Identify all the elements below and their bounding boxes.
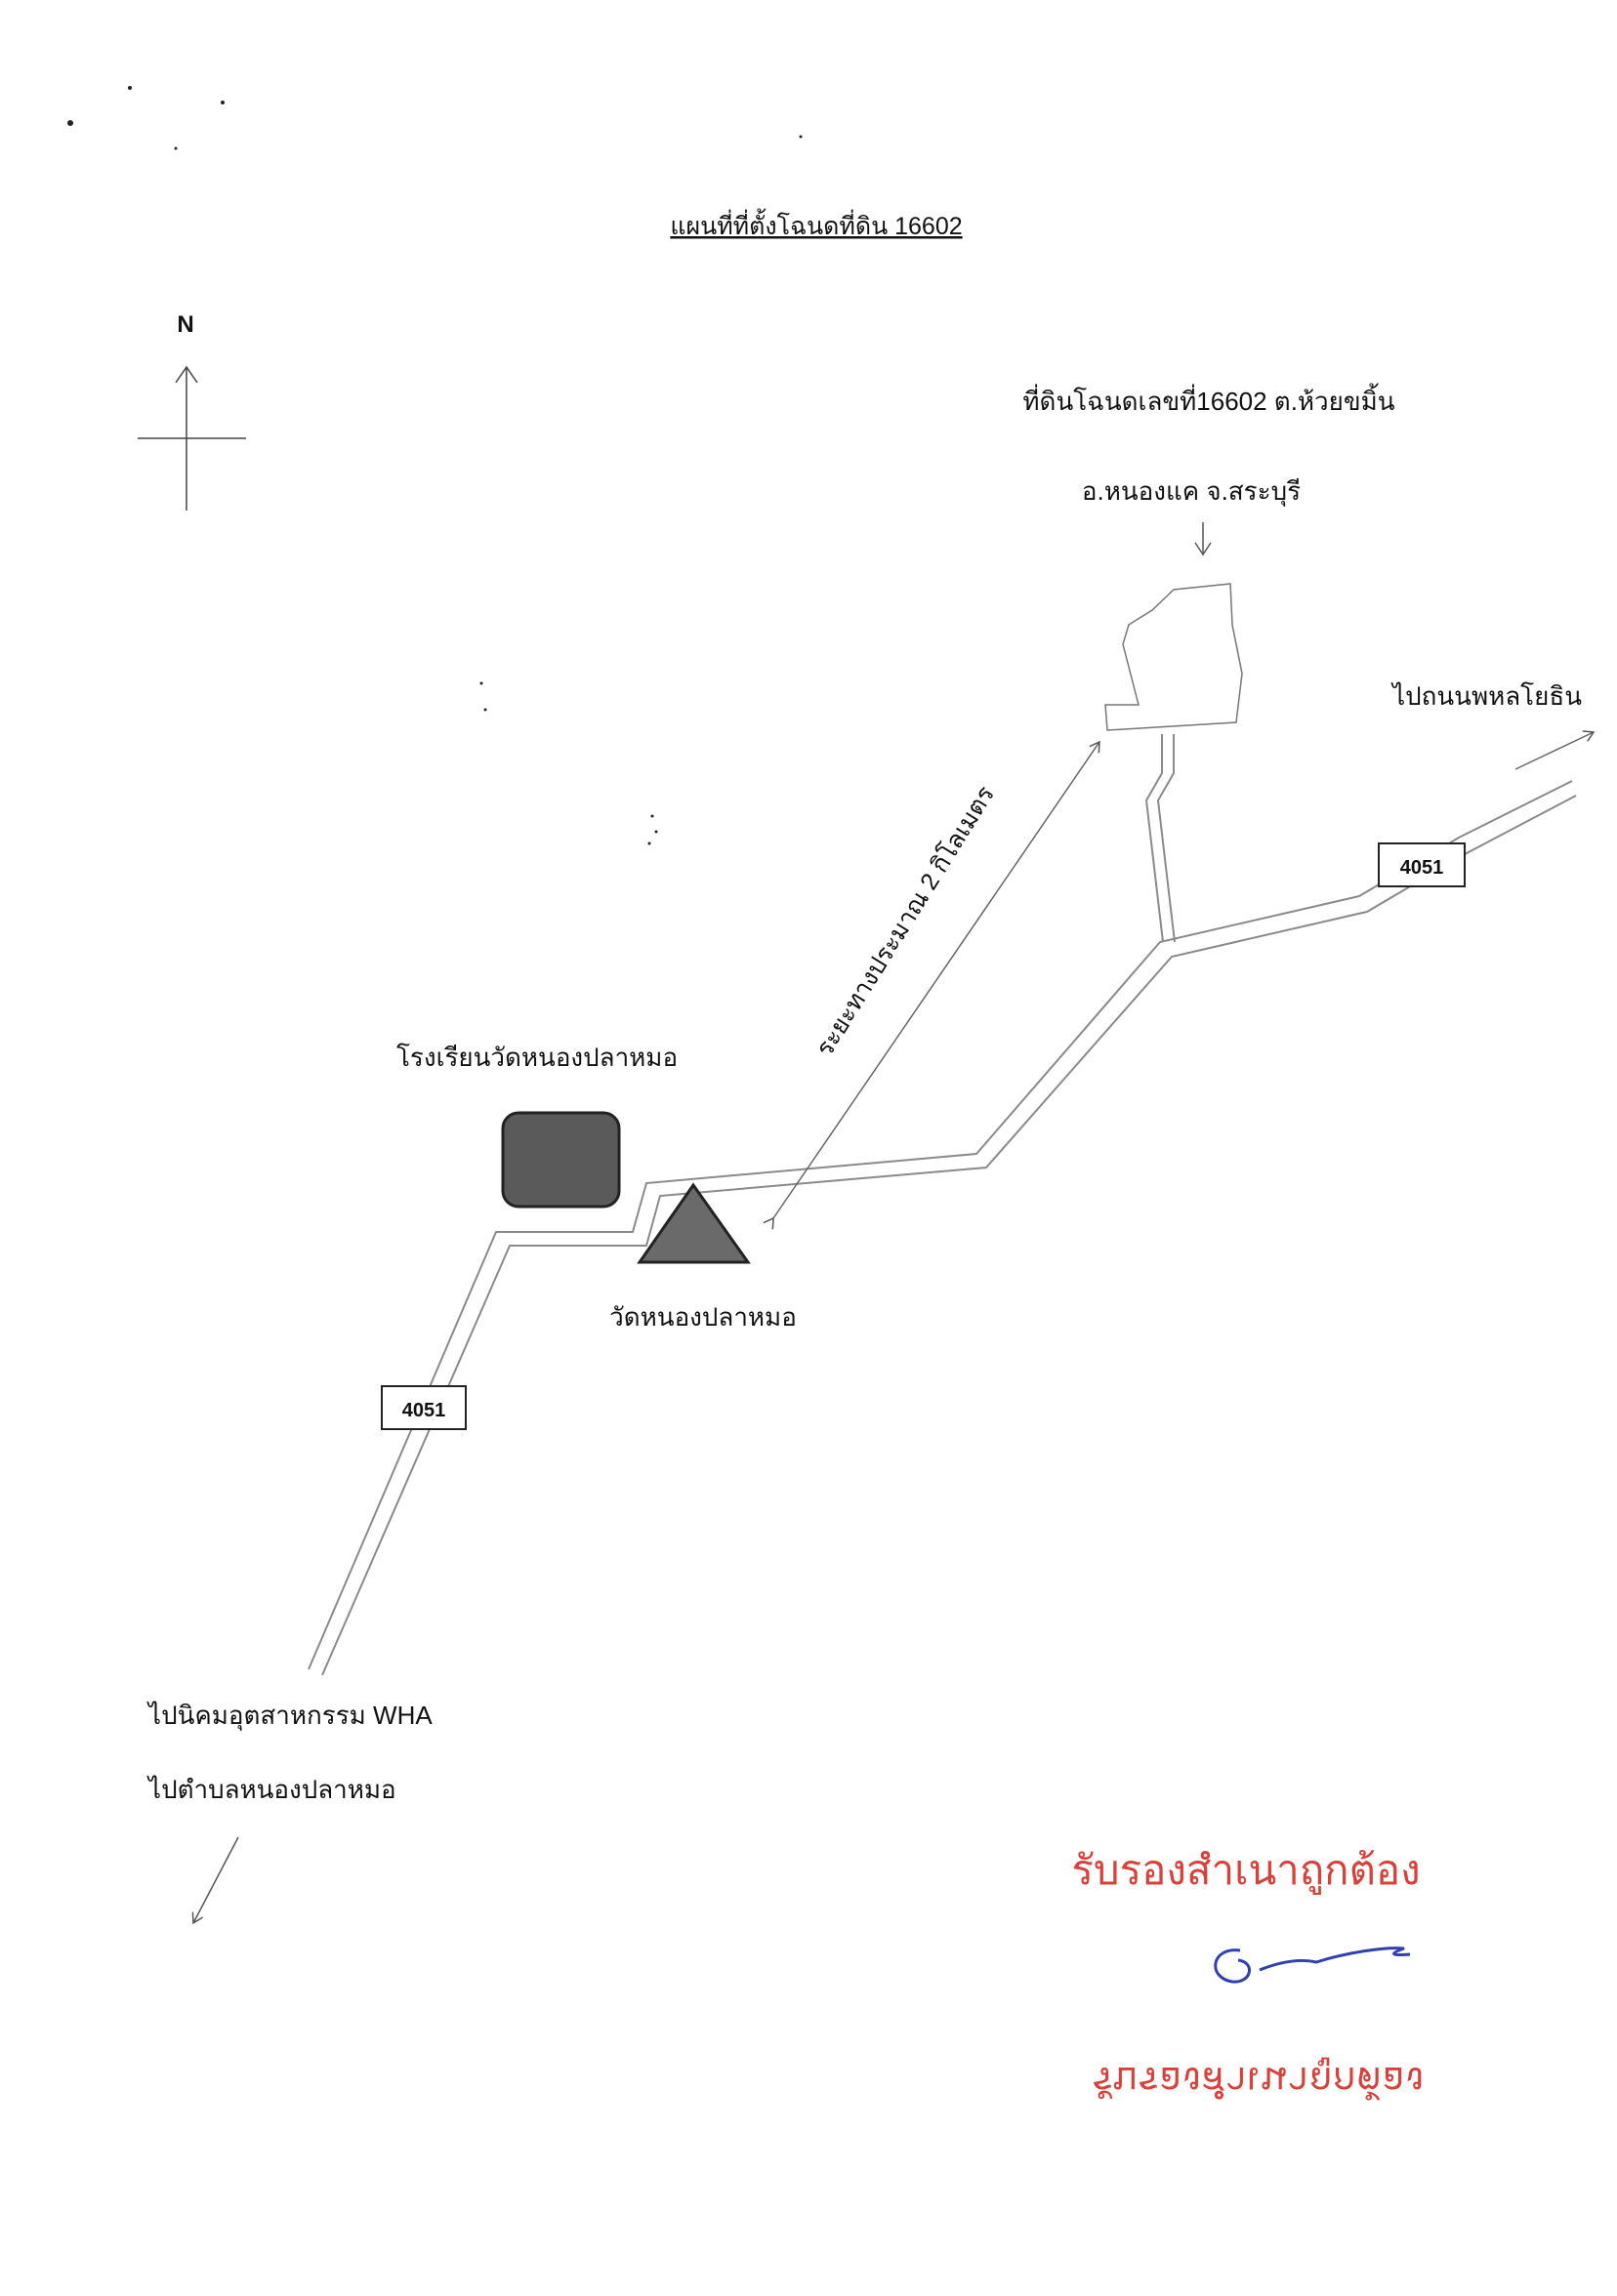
road-4051-segment — [308, 780, 1573, 1670]
to-phahonyothin-label: ไปถนนพหลโยธิน — [1390, 681, 1582, 711]
land-parcel-label-line1: ที่ดินโฉนดเลขที่16602 ต.ห้วยขมิ้น — [1022, 383, 1394, 416]
land-parcel-label-line2: อ.หนองแค จ.สระบุรี — [1082, 476, 1301, 507]
down-arrow-icon — [1194, 522, 1212, 556]
route-shield-bottom: 4051 — [381, 1385, 467, 1430]
road-4051-segment — [321, 795, 1577, 1676]
distance-label: ระยะทางประมาณ 2 กิโลเมตร — [810, 781, 1000, 1061]
access-road — [1156, 734, 1176, 943]
certified-copy-stamp: รับรองสำเนาถูกต้อง — [1071, 1849, 1420, 1895]
route-number-bottom: 4051 — [402, 1400, 446, 1421]
temple-triangle-icon — [637, 1182, 751, 1264]
temple-label: วัดหนองปลาหมอ — [609, 1302, 797, 1332]
route-number-top: 4051 — [1400, 857, 1444, 879]
to-phahonyothin-arrow-icon — [1514, 732, 1594, 770]
signature-mark — [1214, 1947, 1411, 1984]
school-symbol-icon — [501, 1111, 621, 1209]
to-nong-pla-mo-label: ไปตำบลหนองปลาหมอ — [146, 1775, 396, 1804]
southwest-arrow-icon — [193, 1836, 239, 1923]
north-arrow-icon — [138, 365, 246, 511]
route-shield-top: 4051 — [1378, 842, 1466, 887]
to-wha-industrial-label: ไปนิคมอุตสาหกรรม WHA — [146, 1701, 433, 1731]
map-title: แผนที่ที่ตั้งโฉนดที่ดิน 16602 — [670, 208, 962, 240]
access-road — [1144, 734, 1164, 943]
north-label: N — [177, 311, 193, 338]
scan-specks — [67, 86, 803, 845]
distance-arrow-icon — [773, 742, 1099, 1218]
land-parcel — [1104, 583, 1243, 731]
mirrored-stamp-imprint: รับรองสำเนาถูกต้อง — [1092, 2058, 1424, 2103]
school-label: โรงเรียนวัดหนองปลาหมอ — [396, 1043, 678, 1072]
